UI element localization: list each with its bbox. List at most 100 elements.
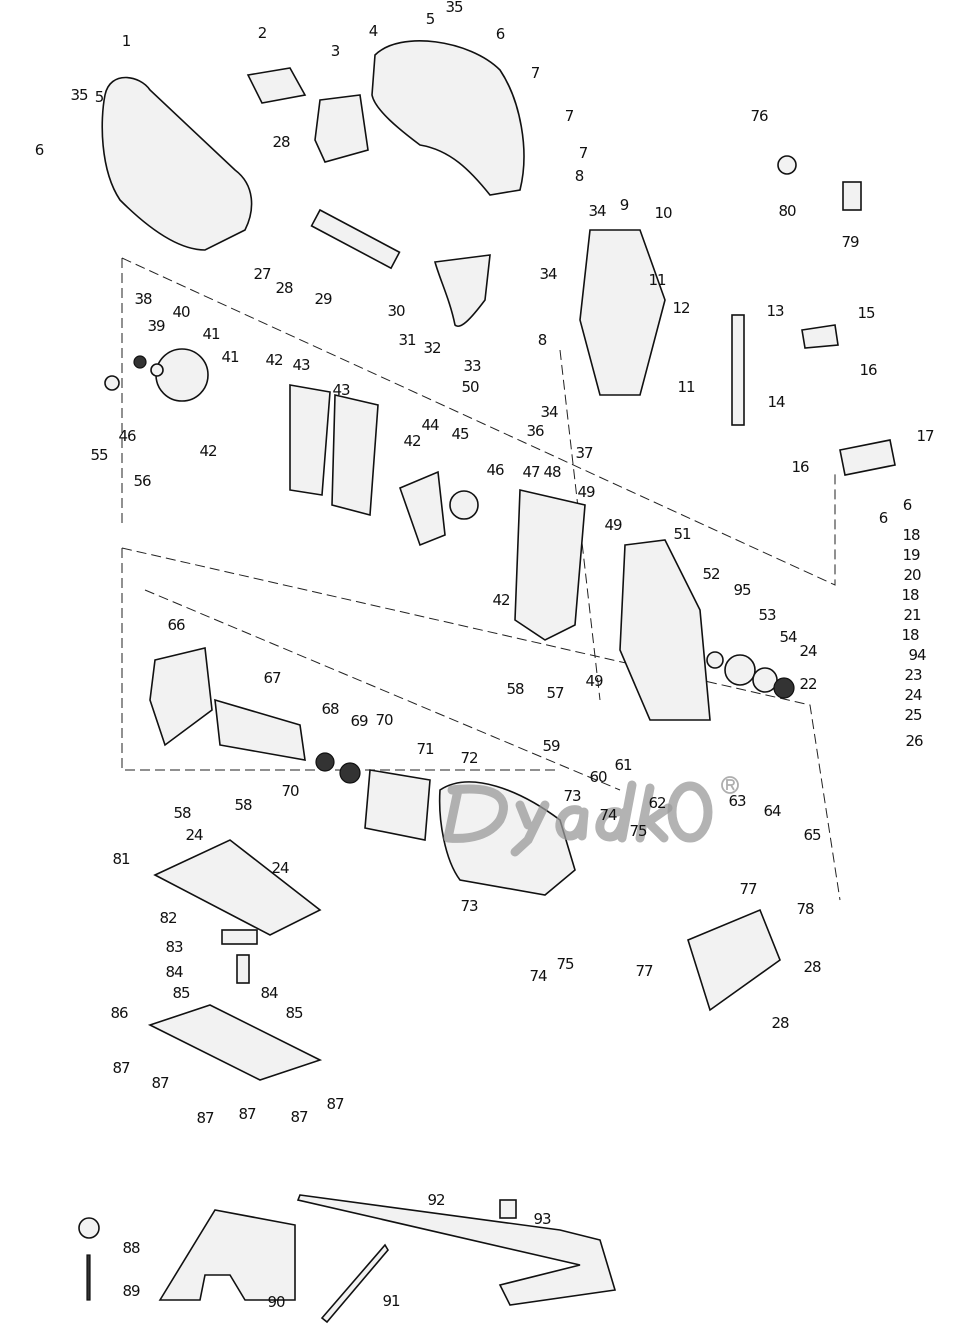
handle-housing-right (371, 40, 525, 196)
guide-rail-92 (296, 1194, 617, 1306)
callout-label: 73 (563, 787, 581, 805)
callout-label: 84 (165, 963, 183, 981)
callout-label: 95 (733, 581, 751, 599)
callout-label: 13 (766, 302, 784, 320)
callout-label: 87 (290, 1108, 308, 1126)
callout-label: 87 (196, 1109, 214, 1127)
callout-label: 42 (403, 432, 421, 450)
callout-label: 20 (903, 566, 921, 584)
callout-label: 58 (234, 796, 252, 814)
callout-label: 77 (635, 962, 653, 980)
callout-label: 35 (445, 0, 463, 16)
callout-label: 71 (416, 740, 434, 758)
part-88 (78, 1217, 100, 1239)
gear-40 (155, 348, 209, 402)
callout-label: 3 (331, 42, 340, 60)
callout-label: 6 (496, 25, 505, 43)
callout-label: 12 (672, 299, 690, 317)
gear-housing-9 (579, 229, 666, 396)
callout-label: 92 (427, 1191, 445, 1209)
callout-label: 53 (758, 606, 776, 624)
callout-label: 28 (771, 1014, 789, 1032)
callout-label: 10 (654, 204, 672, 222)
plate-44 (398, 470, 446, 547)
callout-label: 14 (767, 393, 785, 411)
callout-label: 80 (778, 202, 796, 220)
callout-label: 70 (281, 782, 299, 800)
callout-label: 34 (539, 265, 557, 283)
callout-label: 75 (556, 955, 574, 973)
callout-label: 51 (673, 525, 691, 543)
callout-label: 31 (398, 331, 416, 349)
callout-label: 27 (253, 265, 271, 283)
callout-label: 5 (95, 88, 104, 106)
callout-label: 28 (803, 958, 821, 976)
shaft-29 (310, 208, 401, 270)
callout-label: 42 (492, 591, 510, 609)
callout-label: 5 (426, 10, 435, 28)
part-89 (86, 1254, 91, 1301)
callout-label: 24 (904, 686, 922, 704)
callout-label: 77 (739, 880, 757, 898)
callout-label: 26 (905, 732, 923, 750)
callout-label: 68 (321, 700, 339, 718)
bracket-17 (839, 439, 896, 476)
callout-label: 18 (902, 526, 920, 544)
callout-label: 58 (506, 680, 524, 698)
shoe-86 (147, 1004, 323, 1081)
callout-label: 41 (202, 325, 220, 343)
cover-78 (687, 908, 781, 1012)
callout-label: 19 (902, 546, 920, 564)
callout-label: 87 (326, 1095, 344, 1113)
callout-label: 6 (35, 141, 44, 159)
callout-label: 18 (901, 586, 919, 604)
plunger-13 (731, 314, 745, 426)
callout-label: 93 (533, 1210, 551, 1228)
callout-label: 52 (702, 565, 720, 583)
callout-label: 42 (199, 442, 217, 460)
armature-67 (214, 698, 306, 761)
callout-label: 85 (285, 1004, 303, 1022)
callout-label: 58 (173, 804, 191, 822)
roller-holder-15 (801, 324, 839, 349)
callout-label: 79 (841, 233, 859, 251)
callout-label: 55 (90, 446, 108, 464)
callout-label: 30 (387, 302, 405, 320)
callout-label: 24 (799, 642, 817, 660)
callout-label: 56 (133, 472, 151, 490)
callout-label: 9 (620, 196, 629, 214)
callout-label: 94 (908, 646, 926, 664)
callout-label: 61 (614, 756, 632, 774)
callout-label: 44 (421, 416, 439, 434)
callout-label: 84 (260, 984, 278, 1002)
roller-83 (236, 954, 250, 984)
callout-label: 54 (779, 628, 797, 646)
callout-label: 23 (904, 666, 922, 684)
callout-label: 49 (577, 483, 595, 501)
base-plate-81 (153, 839, 322, 936)
callout-label: 63 (728, 792, 746, 810)
callout-label: 76 (750, 107, 768, 125)
part-79 (842, 181, 862, 211)
callout-label: 15 (857, 304, 875, 322)
handle-cover (246, 67, 307, 104)
callout-label: 87 (238, 1105, 256, 1123)
parts (78, 40, 896, 1324)
part-80 (777, 155, 797, 175)
callout-label: 48 (543, 463, 561, 481)
gear-case-51 (619, 539, 711, 721)
callout-label: 17 (916, 427, 934, 445)
callout-label: 83 (165, 938, 183, 956)
bearing-38 (133, 355, 147, 369)
guard-31 (433, 254, 491, 327)
callout-label: 90 (267, 1293, 285, 1311)
callout-label: 38 (134, 290, 152, 308)
ring-53 (752, 667, 778, 693)
callout-label: 36 (526, 422, 544, 440)
callout-label: 2 (258, 24, 267, 42)
callout-label: 18 (901, 626, 919, 644)
callout-label: 89 (122, 1282, 140, 1300)
callout-label: 32 (423, 339, 441, 357)
switch (314, 94, 369, 163)
